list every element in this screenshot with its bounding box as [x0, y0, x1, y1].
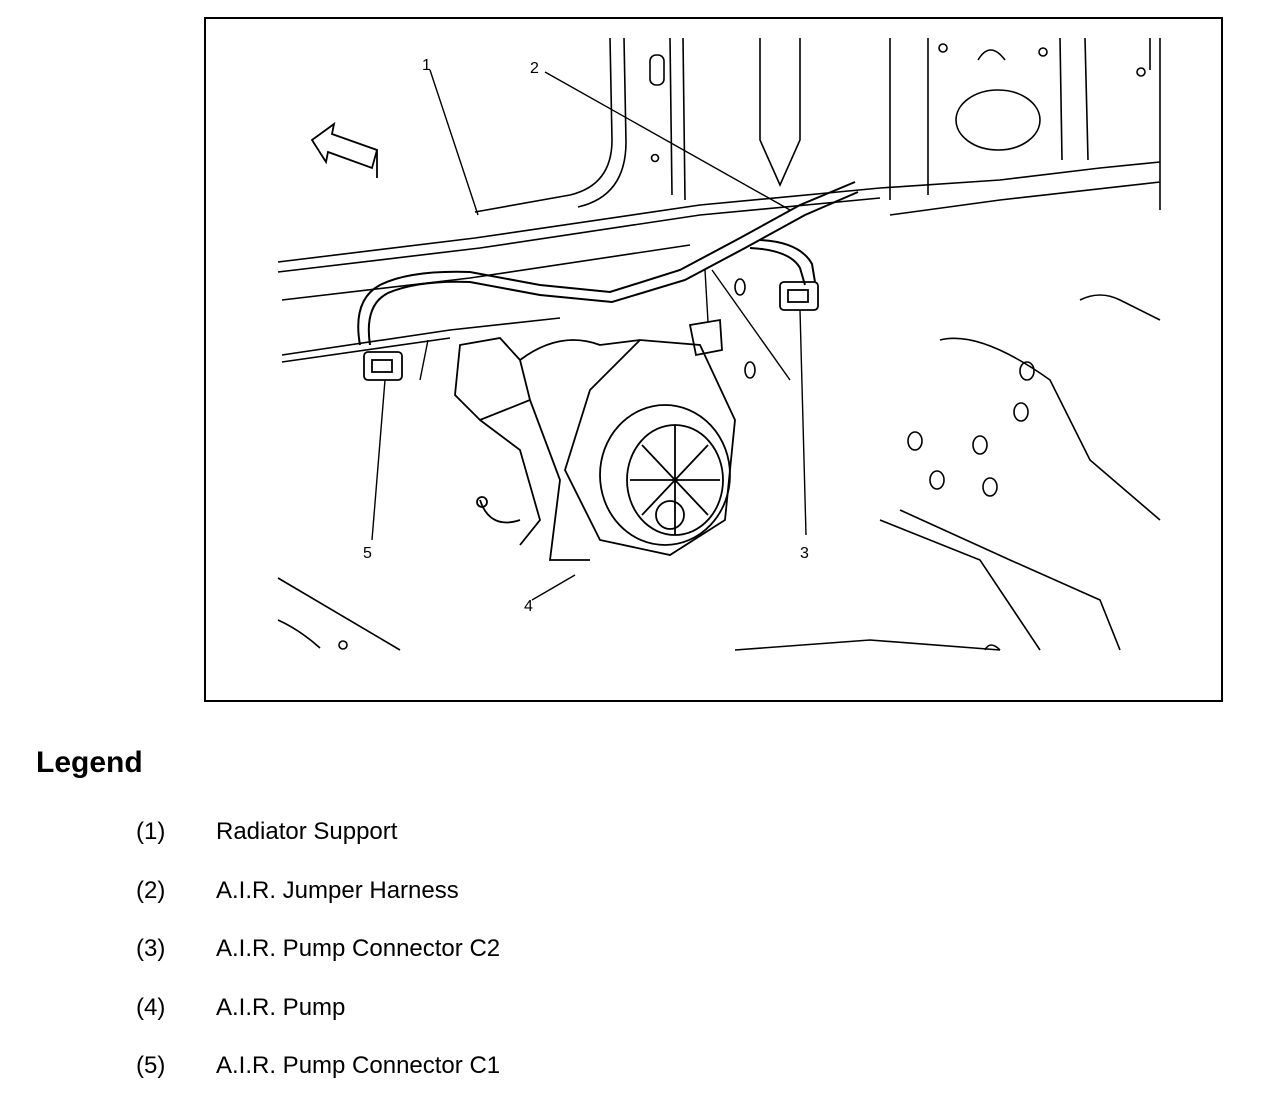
callout-1: 1 [422, 57, 431, 74]
legend-item: (4) A.I.R. Pump [136, 988, 500, 1047]
radiator-support [277, 37, 1161, 363]
callout-numbers: 1 2 3 4 5 [363, 57, 809, 615]
leader-lines [371, 69, 807, 601]
bottom-panel-lines [277, 577, 1001, 651]
pump-connector-c1 [363, 351, 403, 381]
callout-2: 2 [530, 60, 539, 77]
jumper-harness [357, 181, 859, 346]
legend-item-label: A.I.R. Pump Connector C1 [216, 1052, 501, 1080]
legend-item: (5) A.I.R. Pump Connector C1 [136, 1046, 500, 1105]
callout-3: 3 [800, 545, 809, 562]
direction-arrow [310, 121, 379, 178]
legend-item-number: (4) [136, 993, 166, 1021]
legend-item-label: A.I.R. Jumper Harness [216, 876, 459, 904]
legend-item: (1) Radiator Support [136, 812, 500, 871]
legend-list: (1) Radiator Support (2) A.I.R. Jumper H… [136, 812, 500, 1105]
legend-item-label: A.I.R. Pump Connector C2 [216, 935, 501, 963]
air-pump [454, 318, 736, 561]
legend-item-label: Radiator Support [216, 818, 398, 845]
legend-item: (2) A.I.R. Jumper Harness [136, 871, 500, 930]
callout-4: 4 [524, 598, 533, 615]
pump-connector-c2 [779, 281, 819, 311]
legend-item: (3) A.I.R. Pump Connector C2 [136, 929, 500, 988]
legend-item-number: (2) [136, 876, 166, 904]
figure-frame [204, 17, 1223, 702]
legend-item-number: (5) [136, 1052, 166, 1080]
body-panel-holes [649, 43, 1161, 651]
legend-item-label: A.I.R. Pump [216, 993, 346, 1021]
engine-bay-illustration: 1 2 3 4 5 [204, 17, 1223, 702]
callout-5: 5 [363, 545, 372, 562]
legend-item-number: (3) [136, 935, 166, 963]
legend-item-number: (1) [136, 818, 166, 845]
legend-title: Legend [36, 746, 143, 779]
